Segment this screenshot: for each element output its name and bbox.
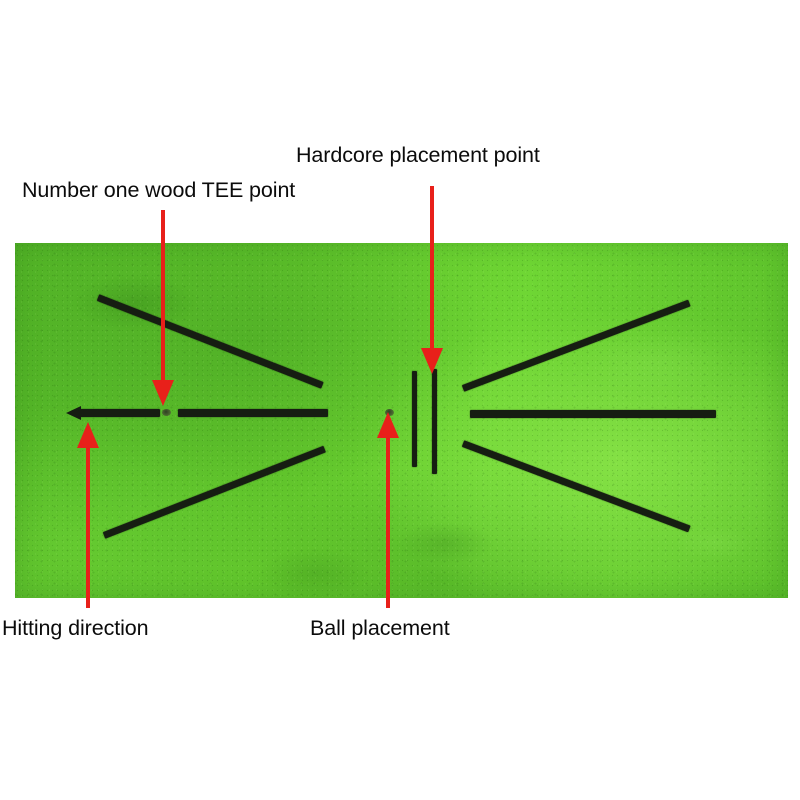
label-hitting-direction: Hitting direction <box>2 616 149 640</box>
arrow-ball-placement <box>374 408 402 612</box>
mat-blotch-texture <box>15 243 788 598</box>
arrow-number-one-wood-tee-point <box>149 206 177 410</box>
alignment-line-center-left-horizontal <box>178 409 328 417</box>
label-number-one-wood-tee-point: Number one wood TEE point <box>22 178 296 202</box>
arrow-hardcore-placement-point <box>418 182 446 378</box>
practice-mat <box>15 243 788 598</box>
label-hardcore-placement-point: Hardcore placement point <box>296 143 540 167</box>
hardcore-hash-mark-right <box>432 369 437 474</box>
tee-point-mark <box>162 409 171 416</box>
label-ball-placement: Ball placement <box>310 616 450 640</box>
alignment-line-right-horizontal <box>470 410 716 418</box>
alignment-line-left-horizontal <box>78 409 160 417</box>
mat-fiber-texture <box>15 243 788 598</box>
ball-placement-mark <box>385 409 394 416</box>
hitting-direction-arrowhead <box>66 406 81 420</box>
hardcore-hash-mark-left <box>412 371 417 467</box>
arrow-hitting-direction <box>74 418 102 612</box>
